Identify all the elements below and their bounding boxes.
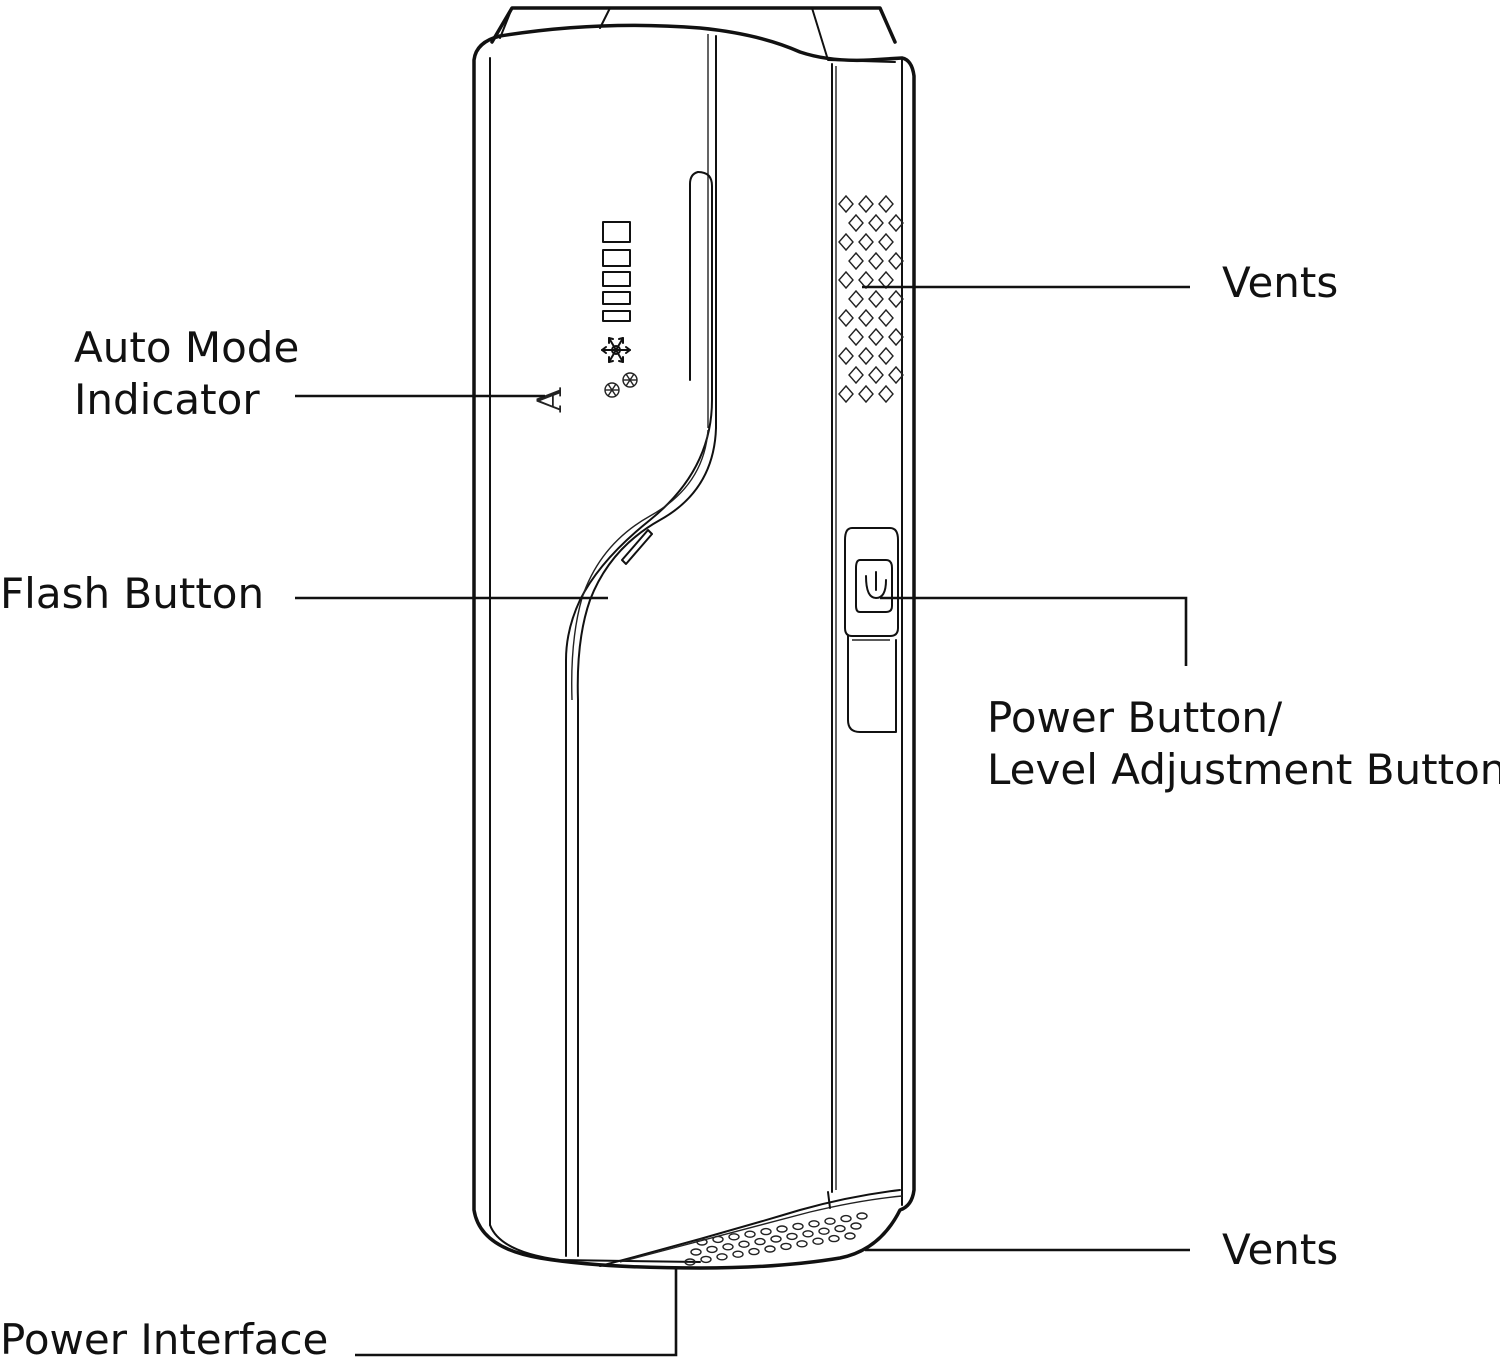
bottom-vent-hole <box>834 1224 846 1233</box>
vent-hole <box>848 289 864 309</box>
bottom-vent-hole <box>796 1240 808 1248</box>
bottom-vent-hole <box>808 1220 820 1228</box>
level-bars-icon <box>602 221 631 322</box>
vent-hole <box>848 365 864 385</box>
label-flash-button: Flash Button <box>0 569 264 618</box>
vent-hole <box>878 194 894 214</box>
leader-power-interface <box>355 1268 678 1357</box>
bottom-vent-hole <box>818 1227 830 1235</box>
bottom-vent-hole <box>764 1245 776 1253</box>
device-body <box>472 6 916 1270</box>
vent-hole <box>838 308 854 328</box>
vent-hole <box>878 384 894 404</box>
bottom-vent-hole <box>776 1225 788 1233</box>
flash-slot <box>621 529 653 565</box>
vent-hole <box>868 213 884 233</box>
vent-hole <box>878 346 894 366</box>
label-vents-side: Vents <box>1222 258 1338 307</box>
vent-hole <box>838 346 854 366</box>
vent-hole <box>868 289 884 309</box>
bottom-vent-hole <box>748 1247 760 1256</box>
small-snowflake-icon <box>622 372 638 388</box>
vent-hole <box>878 308 894 328</box>
bottom-vent-hole <box>792 1222 804 1231</box>
bottom-vent-hole <box>754 1237 766 1246</box>
vent-hole <box>838 194 854 214</box>
bottom-vent-hole <box>812 1237 824 1245</box>
bottom-vent-hole <box>744 1230 756 1238</box>
bottom-vent-hole <box>732 1250 744 1258</box>
bottom-vent-hole <box>690 1248 702 1256</box>
vent-hole <box>858 194 874 214</box>
vent-hole <box>868 365 884 385</box>
label-vents-bottom: Vents <box>1222 1225 1338 1274</box>
small-snowflake-icon <box>604 382 620 398</box>
label-power-button-line2: Level Adjustment Button <box>987 745 1500 794</box>
bottom-vent-hole <box>700 1255 712 1264</box>
vent-hole <box>858 346 874 366</box>
vent-hole <box>838 384 854 404</box>
vent-grille-icon <box>838 194 904 404</box>
leader-power-button <box>880 596 1188 666</box>
bottom-vent-hole <box>786 1232 798 1241</box>
bottom-vent-hole <box>802 1230 814 1238</box>
vent-hole <box>888 251 904 271</box>
bottom-vent-hole <box>728 1233 740 1241</box>
bottom-vent-hole <box>738 1240 750 1248</box>
bottom-vent-hole <box>856 1212 868 1220</box>
label-power-button-line1: Power Button/ <box>987 693 1283 742</box>
vent-hole <box>878 232 894 252</box>
vent-hole <box>888 327 904 347</box>
bottom-vent-hole <box>844 1232 856 1240</box>
bottom-vent-hole <box>696 1238 708 1246</box>
label-auto-mode-line2: Indicator <box>74 375 260 424</box>
bottom-vent-hole <box>770 1235 782 1243</box>
vent-hole <box>888 213 904 233</box>
power-button[interactable] <box>844 527 899 733</box>
vent-hole <box>888 365 904 385</box>
power-symbol-icon <box>865 571 887 599</box>
vent-hole <box>858 232 874 252</box>
bottom-vent-grille-icon <box>684 1212 868 1266</box>
snowflake-icon <box>601 337 631 363</box>
vent-hole <box>878 270 894 290</box>
bottom-vent-hole <box>760 1227 772 1236</box>
bottom-vent-hole <box>684 1258 696 1266</box>
vent-hole <box>848 327 864 347</box>
auto-indicator-letter: A <box>530 387 570 413</box>
bottom-vent-hole <box>716 1253 728 1261</box>
bottom-vent-hole <box>828 1234 840 1243</box>
bottom-vent-hole <box>850 1222 862 1230</box>
vent-hole <box>868 327 884 347</box>
bottom-vent-hole <box>840 1214 852 1223</box>
vent-hole <box>858 384 874 404</box>
bottom-vent-hole <box>722 1243 734 1251</box>
label-power-interface: Power Interface <box>0 1315 328 1359</box>
bottom-vent-hole <box>780 1242 792 1251</box>
bottom-vent-hole <box>824 1217 836 1225</box>
bottom-vent-hole <box>712 1235 724 1244</box>
bottom-vent-hole <box>706 1245 718 1254</box>
vent-hole <box>868 251 884 271</box>
leader-lines <box>295 285 1190 1357</box>
vent-hole <box>858 270 874 290</box>
vent-hole <box>848 213 864 233</box>
vent-hole <box>838 270 854 290</box>
vent-hole <box>888 289 904 309</box>
vent-hole <box>848 251 864 271</box>
label-auto-mode-line1: Auto Mode <box>74 323 299 372</box>
vent-hole <box>858 308 874 328</box>
vent-hole <box>838 232 854 252</box>
